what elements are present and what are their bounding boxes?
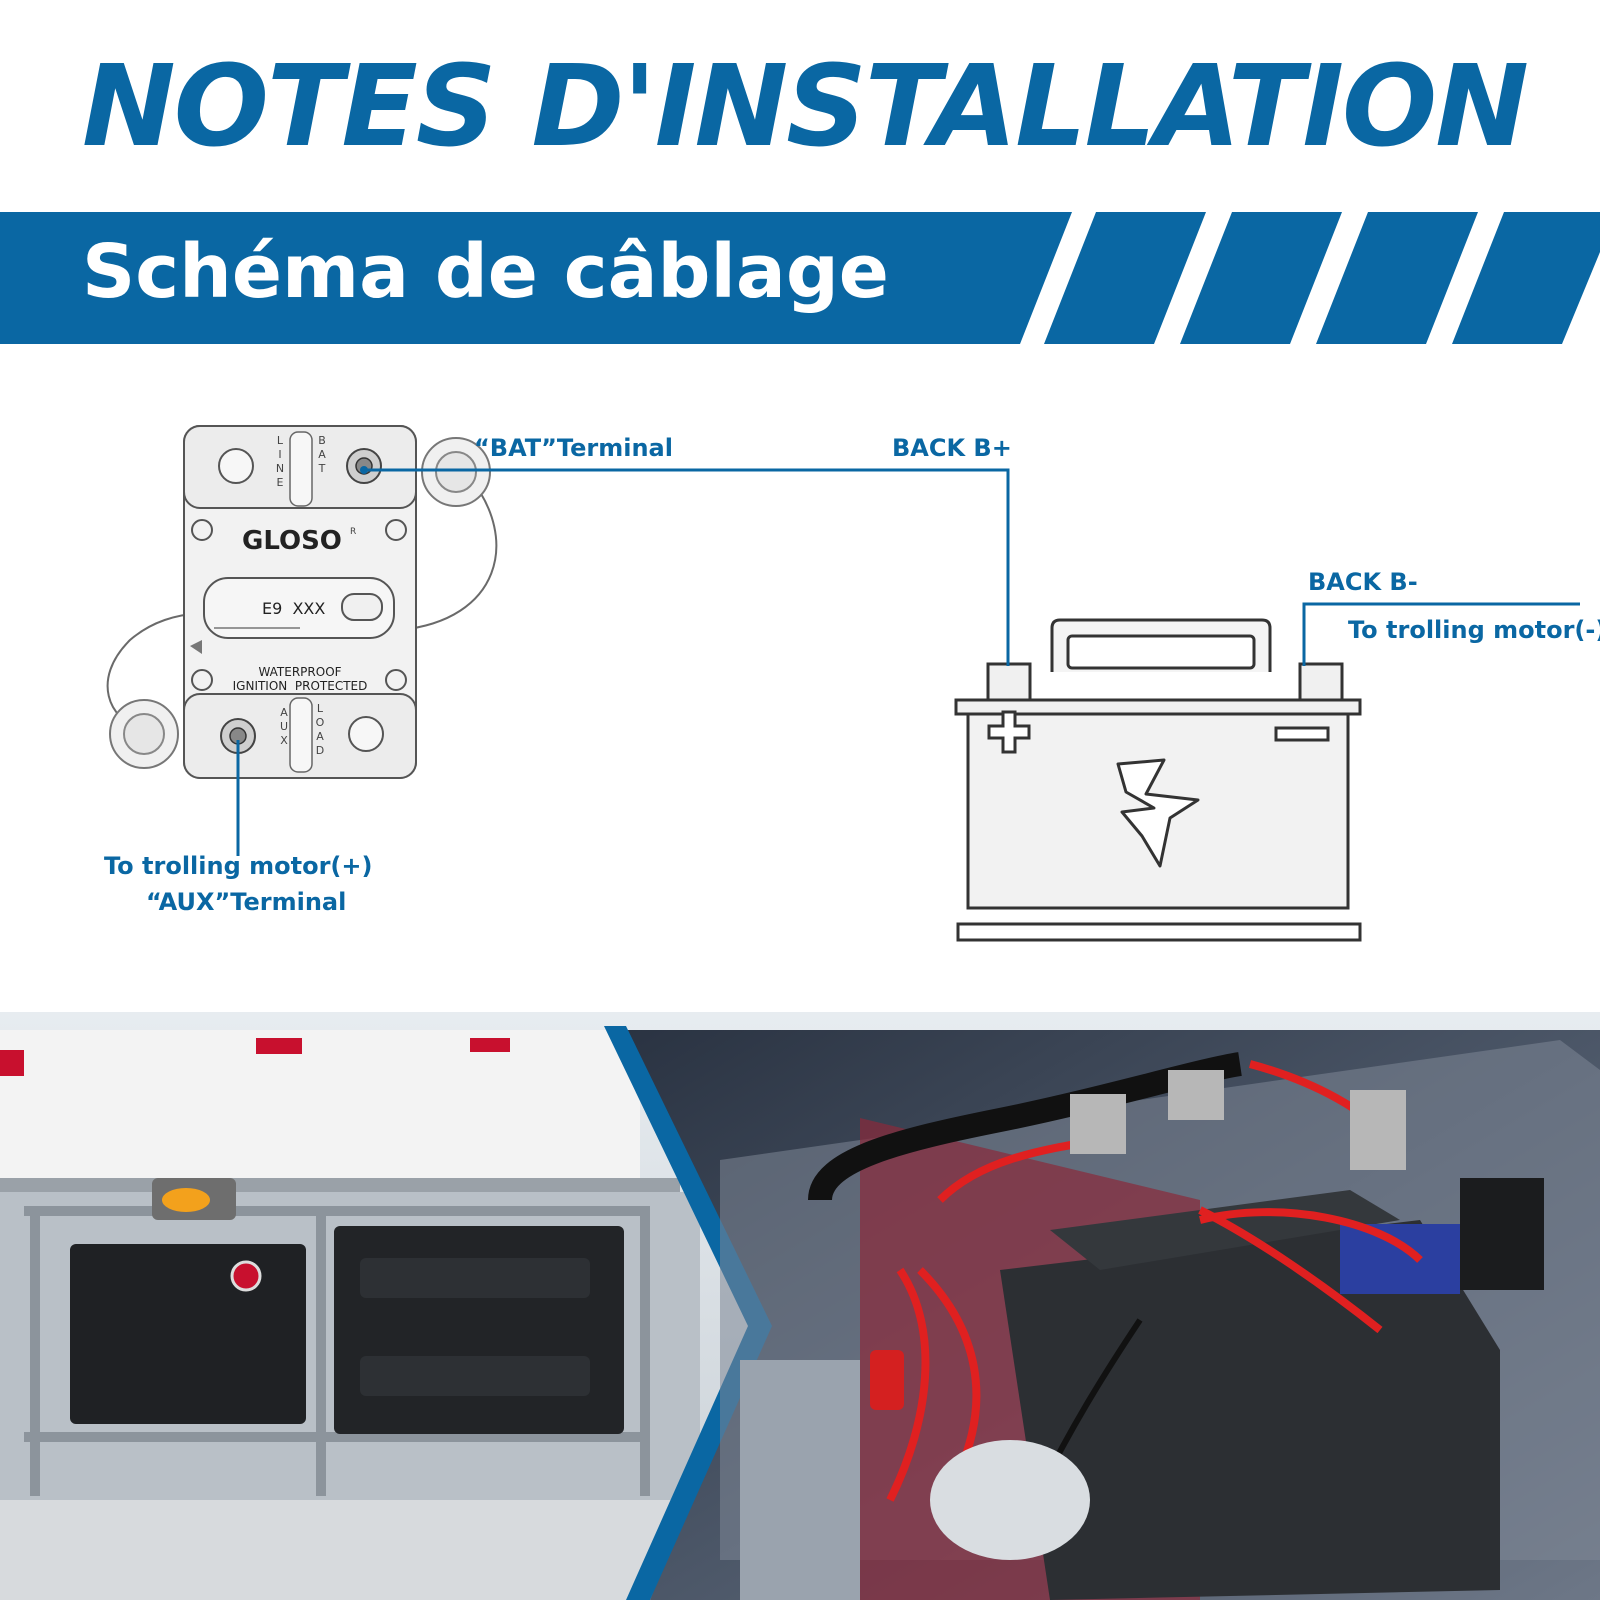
section-banner bbox=[0, 212, 1600, 344]
bat-terminal-label: “BAT”Terminal bbox=[474, 434, 673, 462]
to-motor-plus-label: To trolling motor(+) bbox=[104, 852, 373, 880]
breaker-bat-text: B bbox=[318, 434, 326, 447]
minus-icon bbox=[1274, 726, 1330, 742]
page-title: NOTES D'INSTALLATION bbox=[82, 42, 1529, 172]
terminal-cap-bottom bbox=[109, 699, 179, 769]
breaker-load-text: A bbox=[316, 730, 324, 743]
plus-icon bbox=[987, 710, 1031, 754]
wire-bat bbox=[364, 468, 1010, 666]
lightning-bolt-icon bbox=[1116, 758, 1200, 868]
breaker-model: E9 XXX bbox=[262, 599, 325, 618]
battery-icon bbox=[954, 618, 1362, 942]
breaker-aux-text: X bbox=[280, 734, 288, 747]
breaker-line-text: E bbox=[277, 476, 284, 489]
aux-terminal-label: “AUX”Terminal bbox=[146, 888, 347, 916]
photo-panels bbox=[0, 1012, 1600, 1600]
breaker-load-text: O bbox=[316, 716, 325, 729]
terminal-cap-top bbox=[421, 437, 491, 507]
back-b-minus-label: BACK B- bbox=[1308, 568, 1418, 596]
trailer-photo bbox=[0, 1030, 700, 1600]
breaker-line-text: L bbox=[277, 434, 284, 447]
breaker-line-text: I bbox=[278, 448, 281, 461]
wiring-diagram: GLOSO R E9 XXX WATERPROOF IGNITION PROTE… bbox=[106, 425, 1580, 942]
to-motor-minus-label: To trolling motor(-) bbox=[1348, 616, 1600, 644]
registered-mark: R bbox=[350, 527, 356, 537]
breaker-bat-text: T bbox=[318, 462, 326, 475]
breaker-line-text: N bbox=[276, 462, 284, 475]
breaker-waterproof: WATERPROOF bbox=[258, 665, 341, 679]
breaker-load-text: L bbox=[317, 702, 324, 715]
breaker-bat-text: A bbox=[318, 448, 326, 461]
breaker-aux-text: U bbox=[280, 720, 288, 733]
breaker-ignition: IGNITION PROTECTED bbox=[233, 679, 368, 693]
breaker-load-text: D bbox=[316, 744, 324, 757]
section-title: Schéma de câblage bbox=[82, 229, 889, 315]
back-b-plus-label: BACK B+ bbox=[892, 434, 1012, 462]
cad-battery-compartment bbox=[720, 1040, 1600, 1600]
circuit-breaker: GLOSO R E9 XXX WATERPROOF IGNITION PROTE… bbox=[183, 425, 417, 779]
wire-negative bbox=[1302, 602, 1580, 666]
breaker-brand: GLOSO bbox=[242, 526, 342, 556]
breaker-aux-text: A bbox=[280, 706, 288, 719]
